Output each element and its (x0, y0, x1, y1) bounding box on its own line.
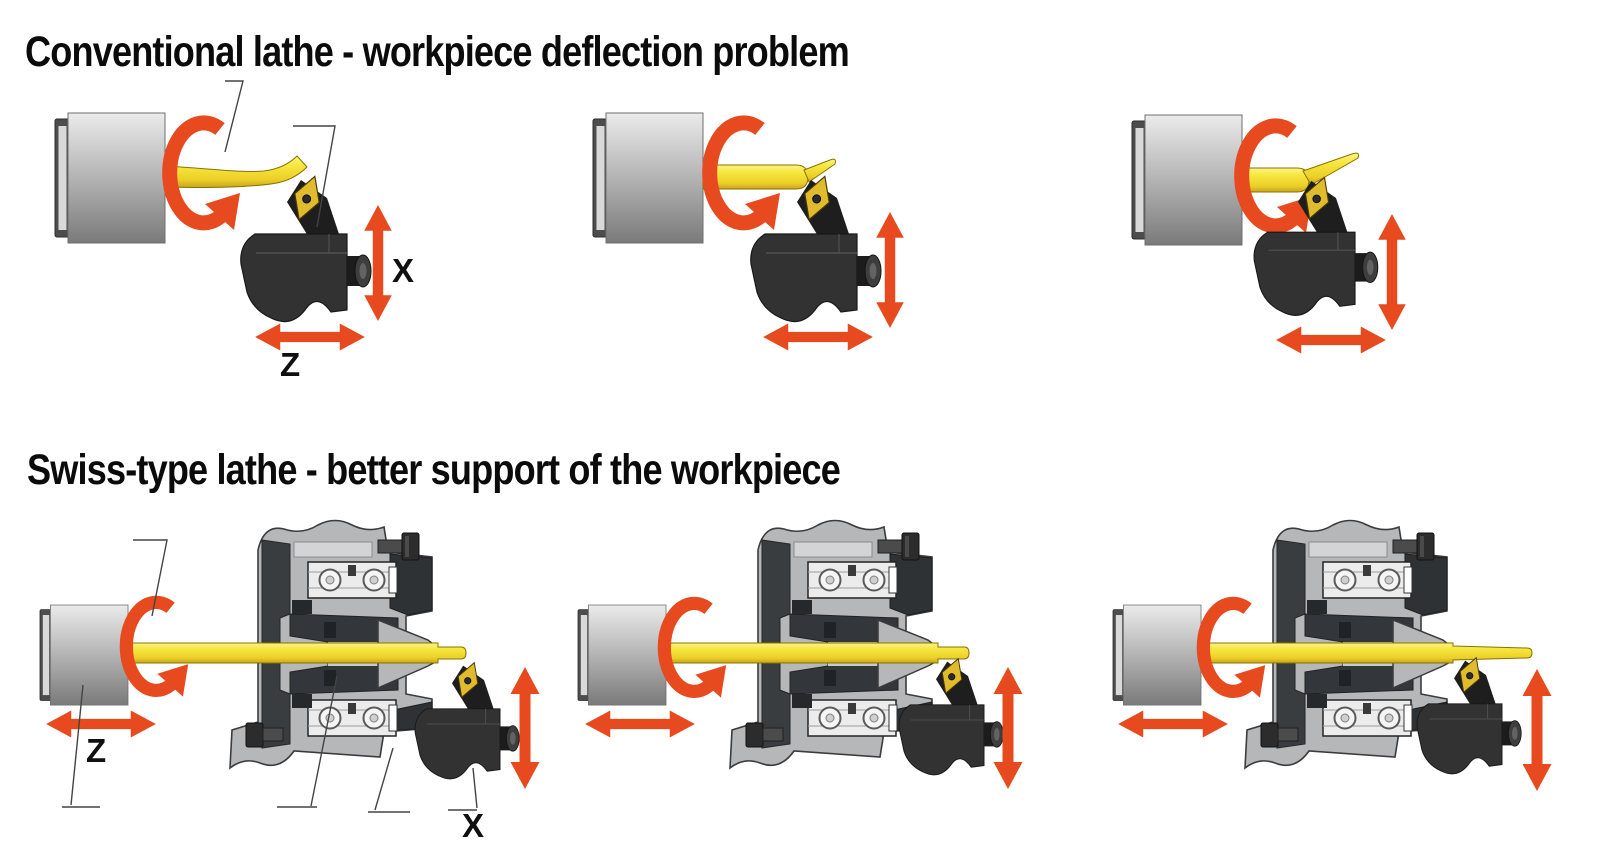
chuck (54, 112, 166, 244)
chuck (1131, 114, 1243, 246)
workpiece-bar (1241, 167, 1310, 193)
z-axis-arrow-icon (255, 323, 365, 351)
swiss-figure-2 (577, 488, 1023, 789)
chuck (592, 112, 704, 244)
chuck (39, 604, 129, 706)
leader-lines (224, 80, 336, 228)
conventional-figure-3 (1131, 114, 1406, 354)
deflected-tip (1302, 152, 1360, 186)
workpiece-bar (164, 155, 308, 189)
x-axis-label: X (462, 807, 484, 844)
workpiece-bar (667, 642, 970, 664)
section-title-conventional: Conventional lathe - workpiece deflectio… (25, 28, 850, 76)
workpiece-bar (1182, 642, 1533, 664)
z-axis-label: Z (86, 732, 106, 769)
cutting-tool (414, 658, 520, 780)
cutting-tool (240, 171, 372, 323)
cutting-tool (750, 171, 882, 323)
section-title-swiss: Swiss-type lathe - better support of the… (27, 446, 841, 494)
conventional-figure-1: X Z (54, 80, 414, 380)
chuck (1112, 604, 1202, 706)
deflected-tip (803, 158, 836, 183)
z-axis-arrow-icon (585, 710, 695, 738)
workpiece-bar (127, 642, 467, 664)
x-axis-label: X (392, 252, 414, 289)
x-axis-arrow-icon (1378, 214, 1406, 330)
z-axis-label: Z (280, 346, 300, 380)
x-axis-arrow-icon (1522, 669, 1552, 791)
z-axis-arrow-icon (763, 323, 873, 351)
conventional-figure-2 (592, 112, 904, 351)
leader-lines (62, 539, 478, 813)
swiss-figure-1: Z X (39, 488, 540, 844)
z-axis-arrow-icon (1118, 710, 1228, 738)
cutting-tool (1253, 172, 1379, 317)
chuck (577, 604, 667, 706)
swiss-figure-3 (1112, 488, 1552, 791)
cutting-tool (1416, 653, 1522, 775)
cutting-tool (898, 654, 1004, 776)
workpiece-bar (702, 164, 809, 190)
z-axis-arrow-icon (1276, 326, 1386, 354)
